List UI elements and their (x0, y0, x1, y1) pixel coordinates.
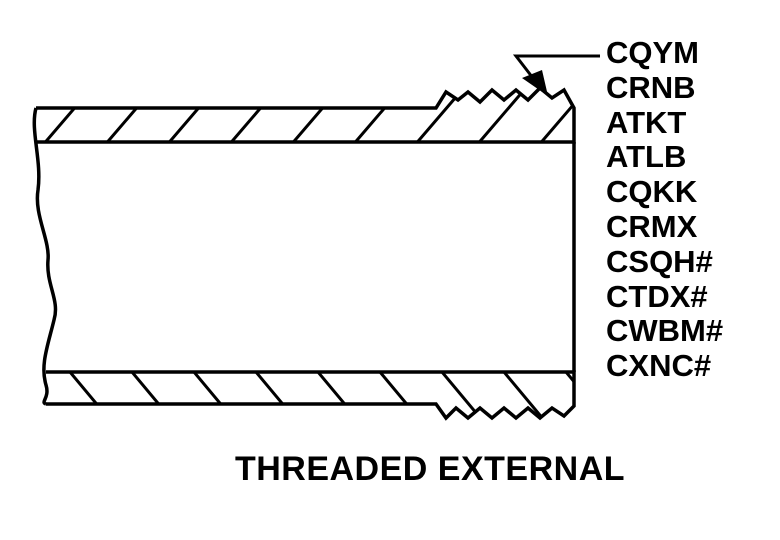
code-item: CWBM# (606, 313, 724, 349)
pipe-bottom-wall (46, 370, 576, 421)
code-item: ATLB (606, 139, 687, 175)
code-item: ATKT (606, 104, 687, 140)
pipe-break-line (32, 107, 58, 406)
code-item: CTDX# (606, 278, 708, 314)
code-item: CRMX (606, 208, 698, 244)
code-item: CXNC# (606, 348, 712, 384)
code-item: CQYM (606, 35, 699, 70)
code-item: CSQH# (606, 243, 713, 279)
code-item: CRNB (606, 69, 696, 105)
code-item: CQKK (606, 174, 698, 210)
leader-arrow (512, 54, 600, 96)
nsn-code-list: CQYM CRNB ATKT ATLB CQKK CRMX CSQH# CTDX… (606, 35, 776, 384)
pipe-top-wall (36, 85, 576, 144)
diagram-caption: THREADED EXTERNAL (234, 450, 626, 488)
